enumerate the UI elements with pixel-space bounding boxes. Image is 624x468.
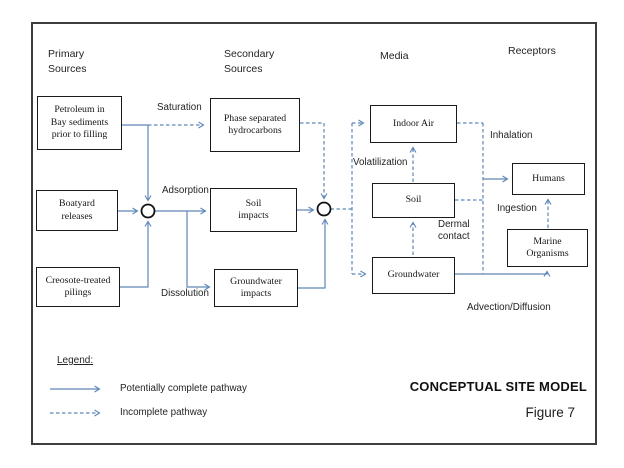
legend-item-incomplete-pathway: Incomplete pathway [120, 407, 208, 418]
arrow-phase-separated-to-junction2 [300, 122, 328, 200]
legend-item-complete-pathway: Potentially complete pathway [120, 383, 247, 394]
figure-label: Figure 7 [525, 405, 575, 420]
box-petroleum-bay-sediments: Petroleum in Bay sediments prior to fill… [37, 96, 122, 150]
pathway-label-inhalation: Inhalation [490, 130, 533, 141]
box-marine-organisms: Marine Organisms [507, 229, 588, 267]
box-creosote-treated-pilings: Creosote-treated pilings [36, 267, 120, 307]
box-soil-impacts: Soil impacts [210, 188, 297, 232]
box-indoor-air: Indoor Air [370, 105, 457, 143]
pathway-label-dissolution: Dissolution [161, 288, 209, 299]
junction-circle-secondary [316, 201, 332, 217]
box-phase-separated-hydrocarbons: Phase separated hydrocarbons [210, 98, 300, 152]
box-soil: Soil [372, 183, 455, 218]
box-groundwater-impacts: Groundwater impacts [214, 269, 298, 307]
box-groundwater: Groundwater [372, 257, 455, 294]
pathway-label-ingestion: Ingestion [497, 203, 537, 214]
arrow-creosote-to-junction1 [120, 220, 152, 288]
pathway-label-saturation: Saturation [157, 102, 202, 113]
column-header-media: Media [380, 50, 409, 62]
column-header-receptors: Receptors [508, 45, 556, 57]
box-boatyard-releases: Boatyard releases [36, 190, 118, 231]
column-header-primary-sources: Primary Sources [48, 48, 87, 75]
arrow-groundwater-impacts-to-junction2 [298, 218, 329, 289]
box-humans: Humans [512, 163, 585, 195]
pathway-label-volatilization: Volatilization [353, 157, 408, 168]
arrow-junction1-to-groundwater-impacts [186, 211, 211, 291]
legend-heading: Legend: [57, 355, 94, 366]
pathway-label-adsorption: Adsorption [162, 185, 209, 196]
junction-circle-primary [140, 203, 156, 219]
pathway-label-dermal-contact: Dermal contact [438, 219, 470, 242]
pathway-label-advection-diffusion: Advection/Diffusion [467, 302, 551, 313]
diagram-title: CONCEPTUAL SITE MODEL [409, 379, 587, 394]
arrow-groundwater-to-marine-organisms [455, 270, 551, 277]
column-header-secondary-sources: Secondary Sources [224, 48, 275, 75]
diagram-border [31, 22, 597, 445]
